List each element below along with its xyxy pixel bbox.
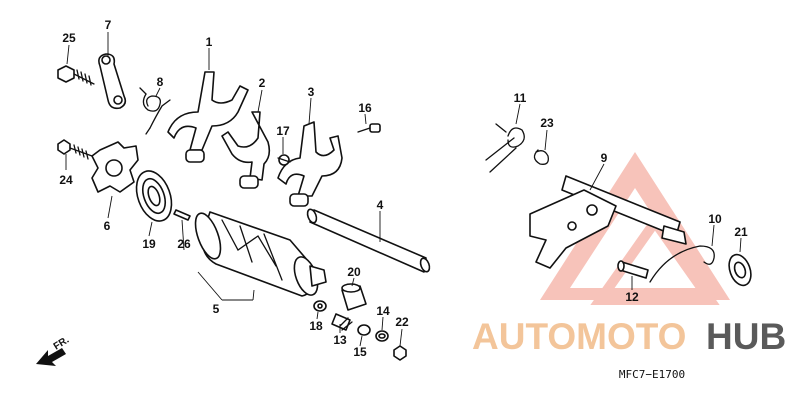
- callout-20: 20: [347, 265, 361, 279]
- watermark-triangle-small: [590, 213, 720, 305]
- part-14-oring: [375, 330, 389, 342]
- callout-21: 21: [734, 225, 748, 239]
- part-24-bolt: [57, 139, 93, 160]
- part-1-shift-fork: [167, 71, 249, 163]
- watermark-text-part1: AUTOMOTO: [472, 316, 686, 357]
- part-6-star-plate: [91, 141, 139, 193]
- callout-4: 4: [377, 198, 384, 212]
- part-4-fork-shaft: [306, 208, 431, 273]
- callout-26: 26: [177, 237, 191, 251]
- callout-10: 10: [708, 212, 722, 226]
- watermark-text-part2: HUB: [706, 316, 786, 357]
- callout-12: 12: [625, 290, 639, 304]
- part-13-switch: [331, 313, 353, 331]
- callout-23: 23: [540, 116, 554, 130]
- callout-25: 25: [62, 31, 76, 45]
- callout-17: 17: [276, 124, 290, 138]
- part-25-bolt: [57, 65, 95, 86]
- callout-11: 11: [514, 91, 527, 105]
- part-17-pin: [277, 154, 291, 166]
- callout-2: 2: [259, 76, 266, 90]
- callout-7: 7: [105, 18, 112, 32]
- part-10-ring: [649, 245, 715, 283]
- callout-8: 8: [157, 75, 164, 89]
- diagram-code: MFC7−E1700: [619, 368, 685, 381]
- callout-15: 15: [353, 345, 367, 359]
- callout-16: 16: [358, 101, 372, 115]
- part-21-oil-seal: [728, 253, 752, 287]
- leader-lines: [65, 32, 742, 347]
- callout-24: 24: [59, 173, 73, 187]
- front-marker-label: FR.: [52, 335, 72, 353]
- part-18-washer: [313, 300, 327, 312]
- part-15-washer: [357, 324, 371, 336]
- part-8-spring: [139, 87, 171, 135]
- callout-1: 1: [206, 35, 213, 49]
- part-3-shift-fork: [277, 121, 343, 207]
- part-23-clip: [533, 149, 549, 165]
- callout-22: 22: [395, 315, 409, 329]
- watermark-logo: [540, 152, 730, 305]
- part-19-bearing: [135, 170, 173, 222]
- part-12-bolt: [617, 260, 649, 279]
- watermark-triangle-large: [540, 152, 730, 300]
- part-22-nut: [393, 345, 407, 361]
- part-26-dowel-pin: [173, 209, 191, 221]
- part-20-collar: [341, 283, 367, 311]
- part-16-bolt: [357, 123, 381, 133]
- callout-14: 14: [376, 304, 390, 318]
- part-11-spring: [485, 123, 525, 173]
- callout-13: 13: [333, 333, 347, 347]
- callout-19: 19: [142, 237, 156, 251]
- callout-6: 6: [104, 219, 111, 233]
- front-direction-arrow: [36, 348, 66, 366]
- callout-3: 3: [308, 85, 315, 99]
- callout-5: 5: [213, 302, 220, 316]
- part-9-gearshift-spindle: [529, 175, 687, 269]
- callout-labels: 1 2 3 4 5 6 7 8 9 10 11 12 13 14 15 16 1…: [59, 18, 748, 359]
- part-7-stopper-arm: [98, 53, 127, 110]
- watermark-text: AUTOMOTO HUB: [472, 316, 786, 357]
- part-2-shift-fork: [221, 111, 271, 189]
- callout-18: 18: [309, 319, 323, 333]
- callout-9: 9: [601, 151, 608, 165]
- part-5-shift-drum: [194, 211, 327, 297]
